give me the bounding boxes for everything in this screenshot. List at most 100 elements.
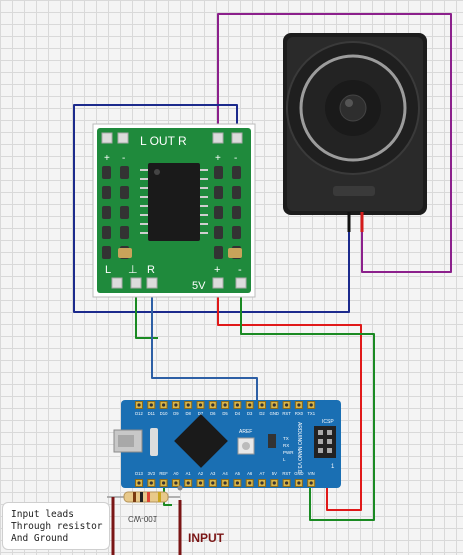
amp-plus-label: + [214,264,220,276]
arduino-bottom-pin-hole [186,481,190,485]
amp-pad-rout-plus[interactable] [212,132,224,144]
arduino-top-pin-hole [198,403,203,407]
note-line-2: Through resistor [11,521,103,532]
arduino-bottom-pin-hole [198,481,203,485]
amp-pad-l[interactable] [111,277,123,289]
arduino-bottom-pin-label: A1 [186,471,192,476]
arduino-top-pin-hole [297,403,301,407]
note-line-3: And Ground [11,533,69,544]
arduino-top-pin-label: D8 [186,411,192,416]
arduino-bottom-pin-hole [235,481,239,485]
arduino-mcu-chip [174,414,228,468]
arduino-tx-label: TX [283,436,289,441]
amp-pad-lout-plus[interactable] [101,132,113,144]
arduino-top-pin-label: D9 [173,411,179,416]
arduino-top-pin-label: D7 [198,411,204,416]
arduino-bottom-pin-hole [260,481,264,485]
resistor-band-4 [158,492,161,502]
arduino-pin1-label: 1 [331,464,335,470]
amp-pad-plus[interactable] [212,277,224,289]
arduino-bottom-pin-hole [285,481,289,485]
arduino-top-pin-hole [260,403,264,407]
speaker-dust-cap [339,94,367,122]
wires [73,13,452,521]
arduino-bottom-pin-label: A7 [259,471,265,476]
amp-minus-tr: - [234,153,237,164]
resistor-band-1 [133,492,136,502]
arduino-top-pin-label: D3 [247,411,253,416]
input-label: INPUT [188,531,225,545]
arduino-bottom-pin-label: 3V3 [148,471,156,476]
amp-minus-label: - [238,264,242,276]
amplifier-module[interactable]: L OUT R + - + - [92,123,256,298]
amp-pad-gnd[interactable] [130,277,142,289]
amp-pin-r-label: R [147,264,155,276]
arduino-bottom-pin-label: D13 [135,471,143,476]
arduino-bottom-pin-label: RST [282,471,291,476]
speaker-terminal-block [333,186,375,196]
arduino-top-pin-label: RX0 [295,411,304,416]
amp-pad-r[interactable] [146,277,158,289]
arduino-pwr-label: PWR [283,450,294,455]
arduino-top-pin-label: D6 [210,411,216,416]
arduino-top-pin-label: D2 [259,411,265,416]
arduino-top-pin-hole [285,403,289,407]
resistor-body[interactable] [123,491,169,503]
arduino-top-pin-label: D10 [160,411,168,416]
arduino-top-pin-hole [309,403,313,407]
arduino-top-pin-label: TX1 [307,411,315,416]
arduino-usb-inner [118,435,134,447]
arduino-icsp-label: ICSP [322,419,334,425]
arduino-bottom-pin-label: A4 [223,471,229,476]
arduino-bottom-pin-hole [174,481,178,485]
wire-green-1[interactable] [240,283,375,521]
speaker-highlight [345,99,353,107]
arduino-top-pin-hole [272,403,276,407]
speaker[interactable] [283,33,427,232]
arduino-top-pin-hole [162,403,166,407]
wire-navy[interactable] [73,104,350,313]
amp-pin-l-label: L [105,264,111,276]
arduino-bottom-pin-label: GND [294,471,303,476]
arduino-top-pin-hole [186,403,190,407]
arduino-top-pin-hole [223,403,227,407]
arduino-bottom-pin-hole [272,481,276,485]
resistor-label: CW-001 [128,514,158,523]
amp-output-label: L OUT R [140,134,187,148]
arduino-bottom-pin-hole [162,481,166,485]
wire-green-2[interactable] [135,283,158,339]
input-leads[interactable]: INPUT [111,497,225,555]
wire-red[interactable] [217,283,362,511]
arduino-bottom-pin-hole [297,481,301,485]
amp-minus-tl: - [122,153,125,164]
arduino-top-pin-label: D12 [135,411,143,416]
arduino-bottom-pin-label: A6 [247,471,253,476]
arduino-top-pin-hole [235,403,239,407]
arduino-a0-pad [177,485,183,491]
arduino-bottom-pin-hole [309,481,313,485]
arduino-top-pin-hole [137,403,141,407]
arduino-aref-label: AREF [239,429,252,435]
arduino-crystal [150,428,158,456]
amp-pad-lout-minus[interactable] [117,132,129,144]
arduino-l-label: L [283,457,286,462]
arduino-bottom-pin-label: A3 [210,471,216,476]
wire-blue[interactable] [151,283,258,402]
arduino-bottom-pin-hole [149,481,153,485]
arduino-name-label: ARDUINO NANO V3.0 [296,422,302,473]
amp-pad-minus[interactable] [235,277,247,289]
arduino-top-pin-hole [174,403,178,407]
arduino-bottom-pin-hole [248,481,252,485]
arduino-bottom-pin-label: 5V [272,471,277,476]
amp-plus-tl: + [104,153,110,164]
amp-cap-left [118,248,132,258]
arduino-top-pin-hole [248,403,252,407]
wire-purple[interactable] [217,13,452,273]
arduino-top-pin-label: GND [270,411,279,416]
resistor-assembly[interactable]: CW-001 [107,485,183,524]
amp-pad-rout-minus[interactable] [231,132,243,144]
